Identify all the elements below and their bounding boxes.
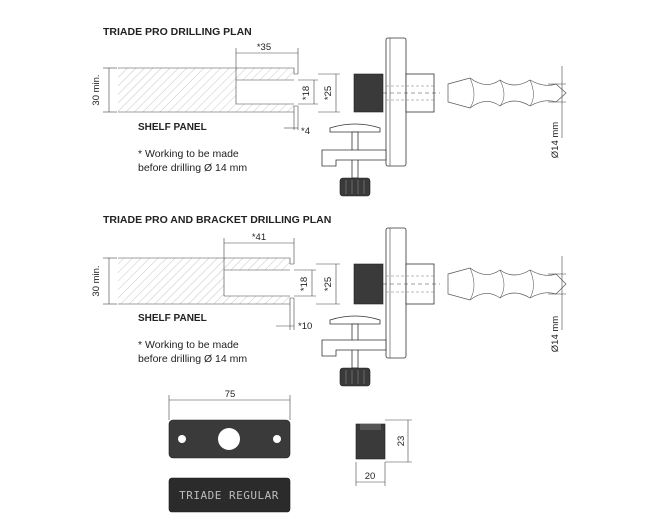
insert-height-label: 23 (396, 436, 407, 447)
plan2-drill-bit (447, 267, 567, 301)
insert-width-dimension: 20 (355, 462, 386, 486)
bracket-screw-hole-left (178, 435, 186, 443)
insert-section: 23 20 (355, 419, 412, 486)
bracket-name-plate (168, 477, 291, 513)
bracket-screw-hole-right (273, 435, 281, 443)
plan1-section: TRIADE PRO DRILLING PLAN 30 min. *35 (91, 26, 567, 197)
plan2-height-dimension: 30 min. (91, 257, 117, 305)
plan1-outer-label: *25 (323, 86, 334, 100)
bracket-plate-section: 75 TRIADE REGULAR (168, 389, 291, 513)
plan1-drill-label: Ø14 mm (550, 122, 561, 159)
plan2-depth-label: *41 (252, 232, 266, 243)
bracket-width-label: 75 (225, 389, 236, 400)
plan1-note-line2: before drilling Ø 14 mm (138, 162, 247, 174)
plan1-height-dimension: 30 min. (91, 67, 117, 113)
plan1-outer-dimension: *25 (318, 73, 340, 113)
plan2-note-line2: before drilling Ø 14 mm (138, 353, 247, 365)
insert-top-lip (360, 424, 381, 430)
plan2-bracket (321, 227, 440, 387)
plan2-outer-dimension: *25 (316, 263, 340, 305)
plan2-insert (353, 263, 384, 305)
plan2-shelf-panel (118, 257, 294, 305)
plan1-panel-label: SHELF PANEL (138, 122, 207, 133)
plan2-drill-label: Ø14 mm (550, 316, 561, 353)
plan1-depth-dimension: *35 (235, 42, 299, 74)
plan2-title: TRIADE PRO AND BRACKET DRILLING PLAN (103, 214, 331, 226)
plan1-bracket (321, 37, 440, 197)
plan1-drill-dimension: Ø14 mm (548, 66, 566, 158)
plan2-small-dimension: *10 (276, 298, 312, 332)
plan1-small-dimension: *4 (284, 106, 310, 137)
plan1-height-label: 30 min. (91, 74, 102, 105)
plan2-note-line1: * Working to be made (138, 339, 239, 351)
plan1-small-label: *4 (301, 126, 310, 137)
bracket-center-hole (218, 428, 240, 450)
plan1-title: TRIADE PRO DRILLING PLAN (103, 26, 252, 38)
plan2-height-label: 30 min. (91, 265, 102, 296)
plan2-drill-dimension: Ø14 mm (548, 256, 566, 352)
plan2-section: TRIADE PRO AND BRACKET DRILLING PLAN 30 … (91, 214, 567, 387)
plan1-inner-dimension: *18 (298, 79, 318, 105)
plan2-depth-dimension: *41 (223, 232, 295, 264)
plan1-drill-bit (447, 77, 567, 109)
plan1-note-line1: * Working to be made (138, 148, 239, 160)
plan1-insert (353, 73, 384, 113)
plan2-inner-dimension: *18 (294, 269, 316, 297)
plan2-panel-label: SHELF PANEL (138, 313, 207, 324)
plan1-inner-label: *18 (301, 86, 312, 100)
insert-width-label: 20 (365, 471, 376, 482)
plan2-outer-label: *25 (323, 277, 334, 291)
bracket-width-dimension: 75 (168, 389, 291, 420)
plan2-small-label: *10 (298, 321, 312, 332)
plan1-shelf-panel (118, 67, 298, 113)
insert-height-dimension: 23 (385, 419, 412, 463)
plan1-depth-label: *35 (257, 42, 271, 53)
bracket-plate-text: TRIADE REGULAR (179, 489, 279, 502)
plan2-inner-label: *18 (299, 277, 310, 291)
